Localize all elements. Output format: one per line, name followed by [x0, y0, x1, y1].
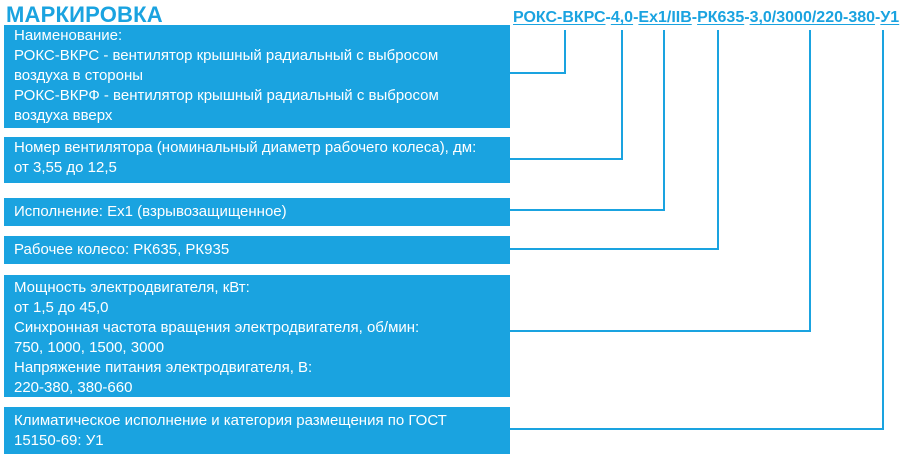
box-line: воздуха вверх [14, 107, 113, 124]
box-line: 220-380, 380-660 [14, 379, 133, 396]
box-line: Номер вентилятора (номинальный диаметр р… [14, 139, 477, 156]
code-segment-motor: 3,0/3000/220-380 [749, 9, 876, 26]
designation-code: РОКС-ВКРС-4,0-Ex1/IIB-РК635-3,0/3000/220… [513, 9, 899, 27]
box-line: Климатическое исполнение и категория раз… [14, 412, 447, 429]
box-line: Синхронная частота вращения электродвига… [14, 319, 420, 336]
box-line: Исполнение: Ex1 (взрывозащищенное) [14, 203, 287, 220]
execution-box: Исполнение: Ex1 (взрывозащищенное) [4, 198, 510, 226]
box-line: от 3,55 до 12,5 [14, 159, 117, 176]
code-dash: - [875, 9, 881, 26]
box-line: от 1,5 до 45,0 [14, 299, 109, 316]
motor-box: Мощность электродвигателя, кВт: от 1,5 д… [4, 275, 510, 397]
box-line: 750, 1000, 1500, 3000 [14, 339, 165, 356]
connector-type [510, 30, 566, 74]
code-dash: - [633, 9, 639, 26]
code-segment-type: РОКС-ВКРС [513, 9, 606, 26]
name-box: Наименование: РОКС-ВКРС - вентилятор кры… [4, 25, 510, 128]
connector-climate [510, 30, 884, 430]
connector-motor [510, 30, 811, 332]
climate-box: Климатическое исполнение и категория раз… [4, 407, 510, 454]
code-dash: - [691, 9, 698, 26]
box-line: Напряжение питания электродвигателя, В: [14, 359, 313, 376]
impeller-box: Рабочее колесо: РК635, РК935 [4, 236, 510, 264]
connector-impeller [510, 30, 719, 250]
box-line: Мощность электродвигателя, кВт: [14, 279, 250, 296]
code-dash: - [744, 9, 750, 26]
code-segment-impeller: РК635 [697, 9, 745, 26]
code-segment-climate: У1 [880, 9, 900, 26]
box-line: Наименование: [14, 27, 123, 44]
code-dash: - [605, 9, 611, 26]
box-line: воздуха в стороны [14, 67, 144, 84]
box-line: 15150-69: У1 [14, 432, 104, 449]
code-segment-execution: Ex1/IIB [638, 9, 692, 26]
page-title: МАРКИРОВКА [6, 2, 163, 27]
code-segment-number: 4,0 [610, 9, 634, 26]
connector-execution [510, 30, 665, 211]
number-box: Номер вентилятора (номинальный диаметр р… [4, 137, 510, 183]
connector-number [510, 30, 623, 160]
box-line: РОКС-ВКРС - вентилятор крышный радиальны… [14, 47, 439, 64]
box-line: Рабочее колесо: РК635, РК935 [14, 241, 230, 258]
box-line: РОКС-ВКРФ - вентилятор крышный радиальны… [14, 87, 439, 104]
